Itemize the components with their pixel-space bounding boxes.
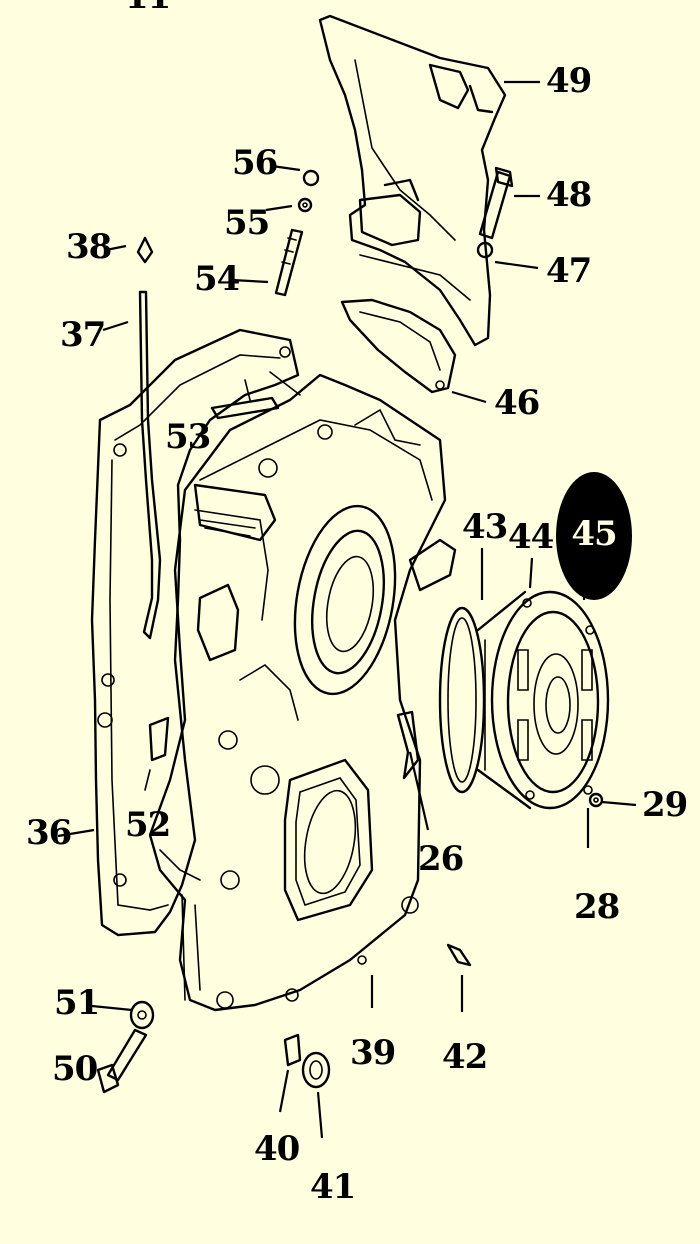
part-36-front-gasket (90, 328, 300, 937)
callout-55: 55 (224, 203, 270, 243)
callout-42: 42 (442, 1037, 488, 1077)
parts-47-48-bolt (476, 166, 514, 259)
leader-lines (57, 80, 637, 1139)
callout-53: 53 (165, 417, 211, 457)
callout-38: 38 (66, 227, 112, 267)
callout-49: 49 (546, 61, 592, 101)
callout-46: 46 (494, 383, 540, 423)
parts-37-38-dipstick (136, 236, 162, 640)
callout-36: 36 (26, 813, 72, 853)
part-52-bracket (144, 716, 170, 791)
parts-50-51-bolt (96, 1000, 155, 1094)
part-46-gasket (340, 298, 457, 394)
parts-39-42-lower-fasteners (283, 943, 472, 1089)
callout-37: 37 (60, 315, 106, 355)
callout-50: 50 (52, 1049, 98, 1089)
callout-45-highlight: 45 (556, 472, 632, 600)
part-49-upper-housing (318, 14, 507, 347)
callout-47: 47 (546, 251, 592, 291)
parts-43-44-45-hub (438, 590, 610, 810)
callout-26: 26 (418, 839, 464, 879)
callout-11: 11 (125, 0, 171, 14)
callout-56: 56 (232, 143, 278, 183)
timing-case-body (148, 371, 457, 1012)
part-53-stud (210, 396, 280, 420)
callout-29: 29 (642, 785, 688, 825)
part-26-pin (396, 710, 420, 780)
callout-44: 44 (508, 517, 554, 557)
callout-54: 54 (194, 259, 240, 299)
parts-54-55-56-stud-assembly (274, 169, 320, 297)
callout-41: 41 (310, 1167, 356, 1207)
callout-52: 52 (125, 805, 171, 845)
callout-40: 40 (254, 1129, 300, 1169)
callout-43: 43 (462, 507, 508, 547)
callout-39: 39 (350, 1033, 396, 1073)
parts-28-29-fasteners (588, 792, 604, 808)
callout-45: 45 (571, 514, 617, 554)
callout-48: 48 (546, 175, 592, 215)
callout-51: 51 (54, 983, 100, 1023)
callout-28: 28 (574, 887, 620, 927)
